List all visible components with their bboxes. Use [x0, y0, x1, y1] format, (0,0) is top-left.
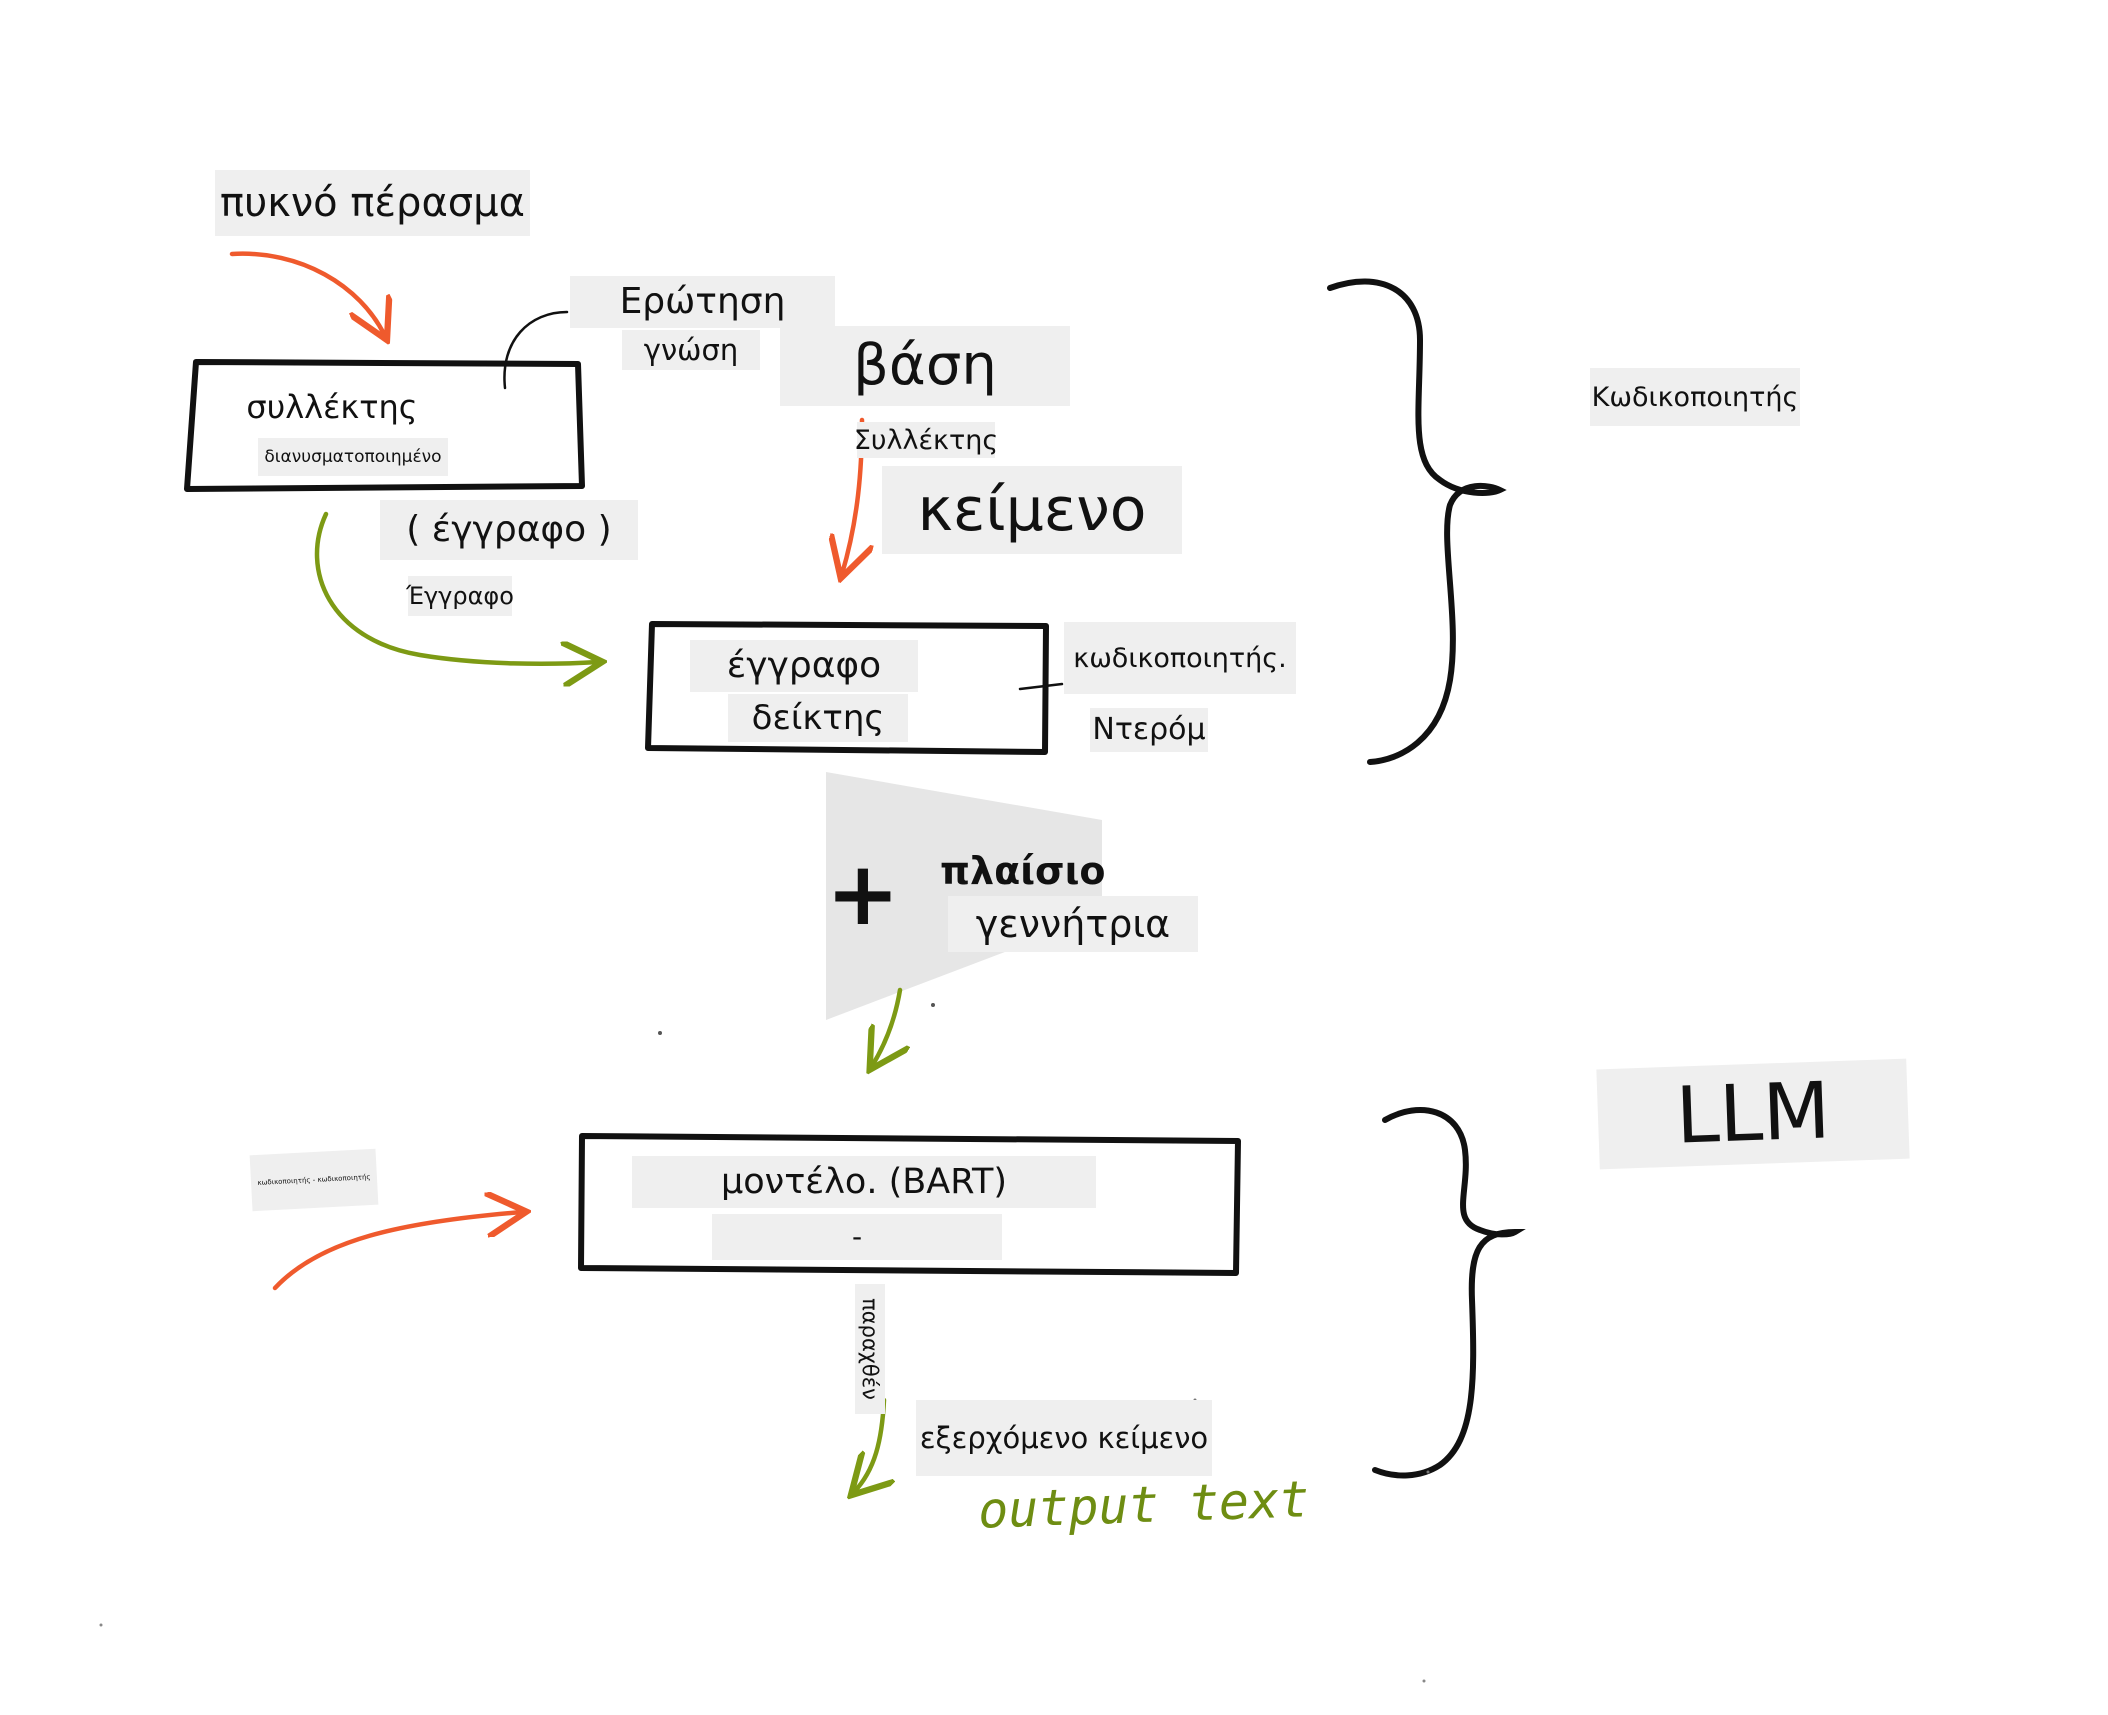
- label-retriever-title: συλλέκτης: [246, 388, 418, 426]
- label-vectorized: διανυσματοποιημένο: [258, 438, 448, 476]
- llm-curly-brace: [1372, 1107, 1526, 1479]
- label-llm: LLM: [1596, 1058, 1910, 1170]
- label-small-encoder-note: κωδικοποιητής - κωδικοποιητής: [249, 1148, 379, 1212]
- retriever-box: [184, 359, 585, 492]
- label-context: πλαίσιο: [940, 849, 1106, 893]
- label-question: Ερώτηση: [570, 276, 835, 328]
- label-generator: γεννήτρια: [948, 896, 1198, 952]
- ink-speck: [1422, 1679, 1426, 1683]
- label-plus-sign: +: [826, 842, 900, 945]
- label-produced-text: εξερχόμενο κείμενο: [916, 1400, 1212, 1476]
- encoder-curly-brace: [1327, 278, 1507, 765]
- label-generated: παραχθέν: [855, 1284, 885, 1414]
- arrow-generator-to-model: [872, 987, 900, 1066]
- label-text: κείμενο: [882, 466, 1182, 554]
- ink-speck: [1426, 1470, 1430, 1474]
- model-box: [578, 1133, 1241, 1276]
- label-retriever-cap: Συλλέκτης: [854, 422, 998, 458]
- label-model-dash: -: [712, 1214, 1002, 1260]
- ink-speck: [99, 1623, 103, 1627]
- label-encoder-dot: κωδικοποιητής.: [1064, 622, 1296, 694]
- label-base: βάση: [780, 326, 1070, 406]
- ink-speck: [931, 1003, 935, 1007]
- label-knowledge: γνώση: [622, 330, 760, 370]
- label-document-cap: Έγγραφο: [406, 576, 514, 616]
- arrow-retriever-to-document-index: [314, 511, 598, 664]
- label-document-paren: ( έγγραφο ): [380, 500, 638, 560]
- label-document-index-1: έγγραφο: [690, 640, 918, 692]
- arrow-dense-passage-to-retriever: [229, 251, 385, 336]
- label-encoder-right: Κωδικοποιητής: [1590, 368, 1800, 426]
- encoder-connector-line: [1018, 682, 1064, 691]
- label-document-index-2: δείκτης: [728, 694, 908, 742]
- label-dropout: Ντερόμ: [1090, 708, 1208, 752]
- ink-speck: [658, 1031, 662, 1035]
- label-model-bart: μοντέλο. (BART): [632, 1156, 1096, 1208]
- label-output-text: output text: [977, 1470, 1311, 1540]
- arrow-note-to-model: [272, 1212, 522, 1291]
- label-dense-passage: πυκνό πέρασμα: [215, 170, 530, 236]
- question-connector-line: [503, 310, 569, 390]
- document-index-box: [645, 621, 1049, 755]
